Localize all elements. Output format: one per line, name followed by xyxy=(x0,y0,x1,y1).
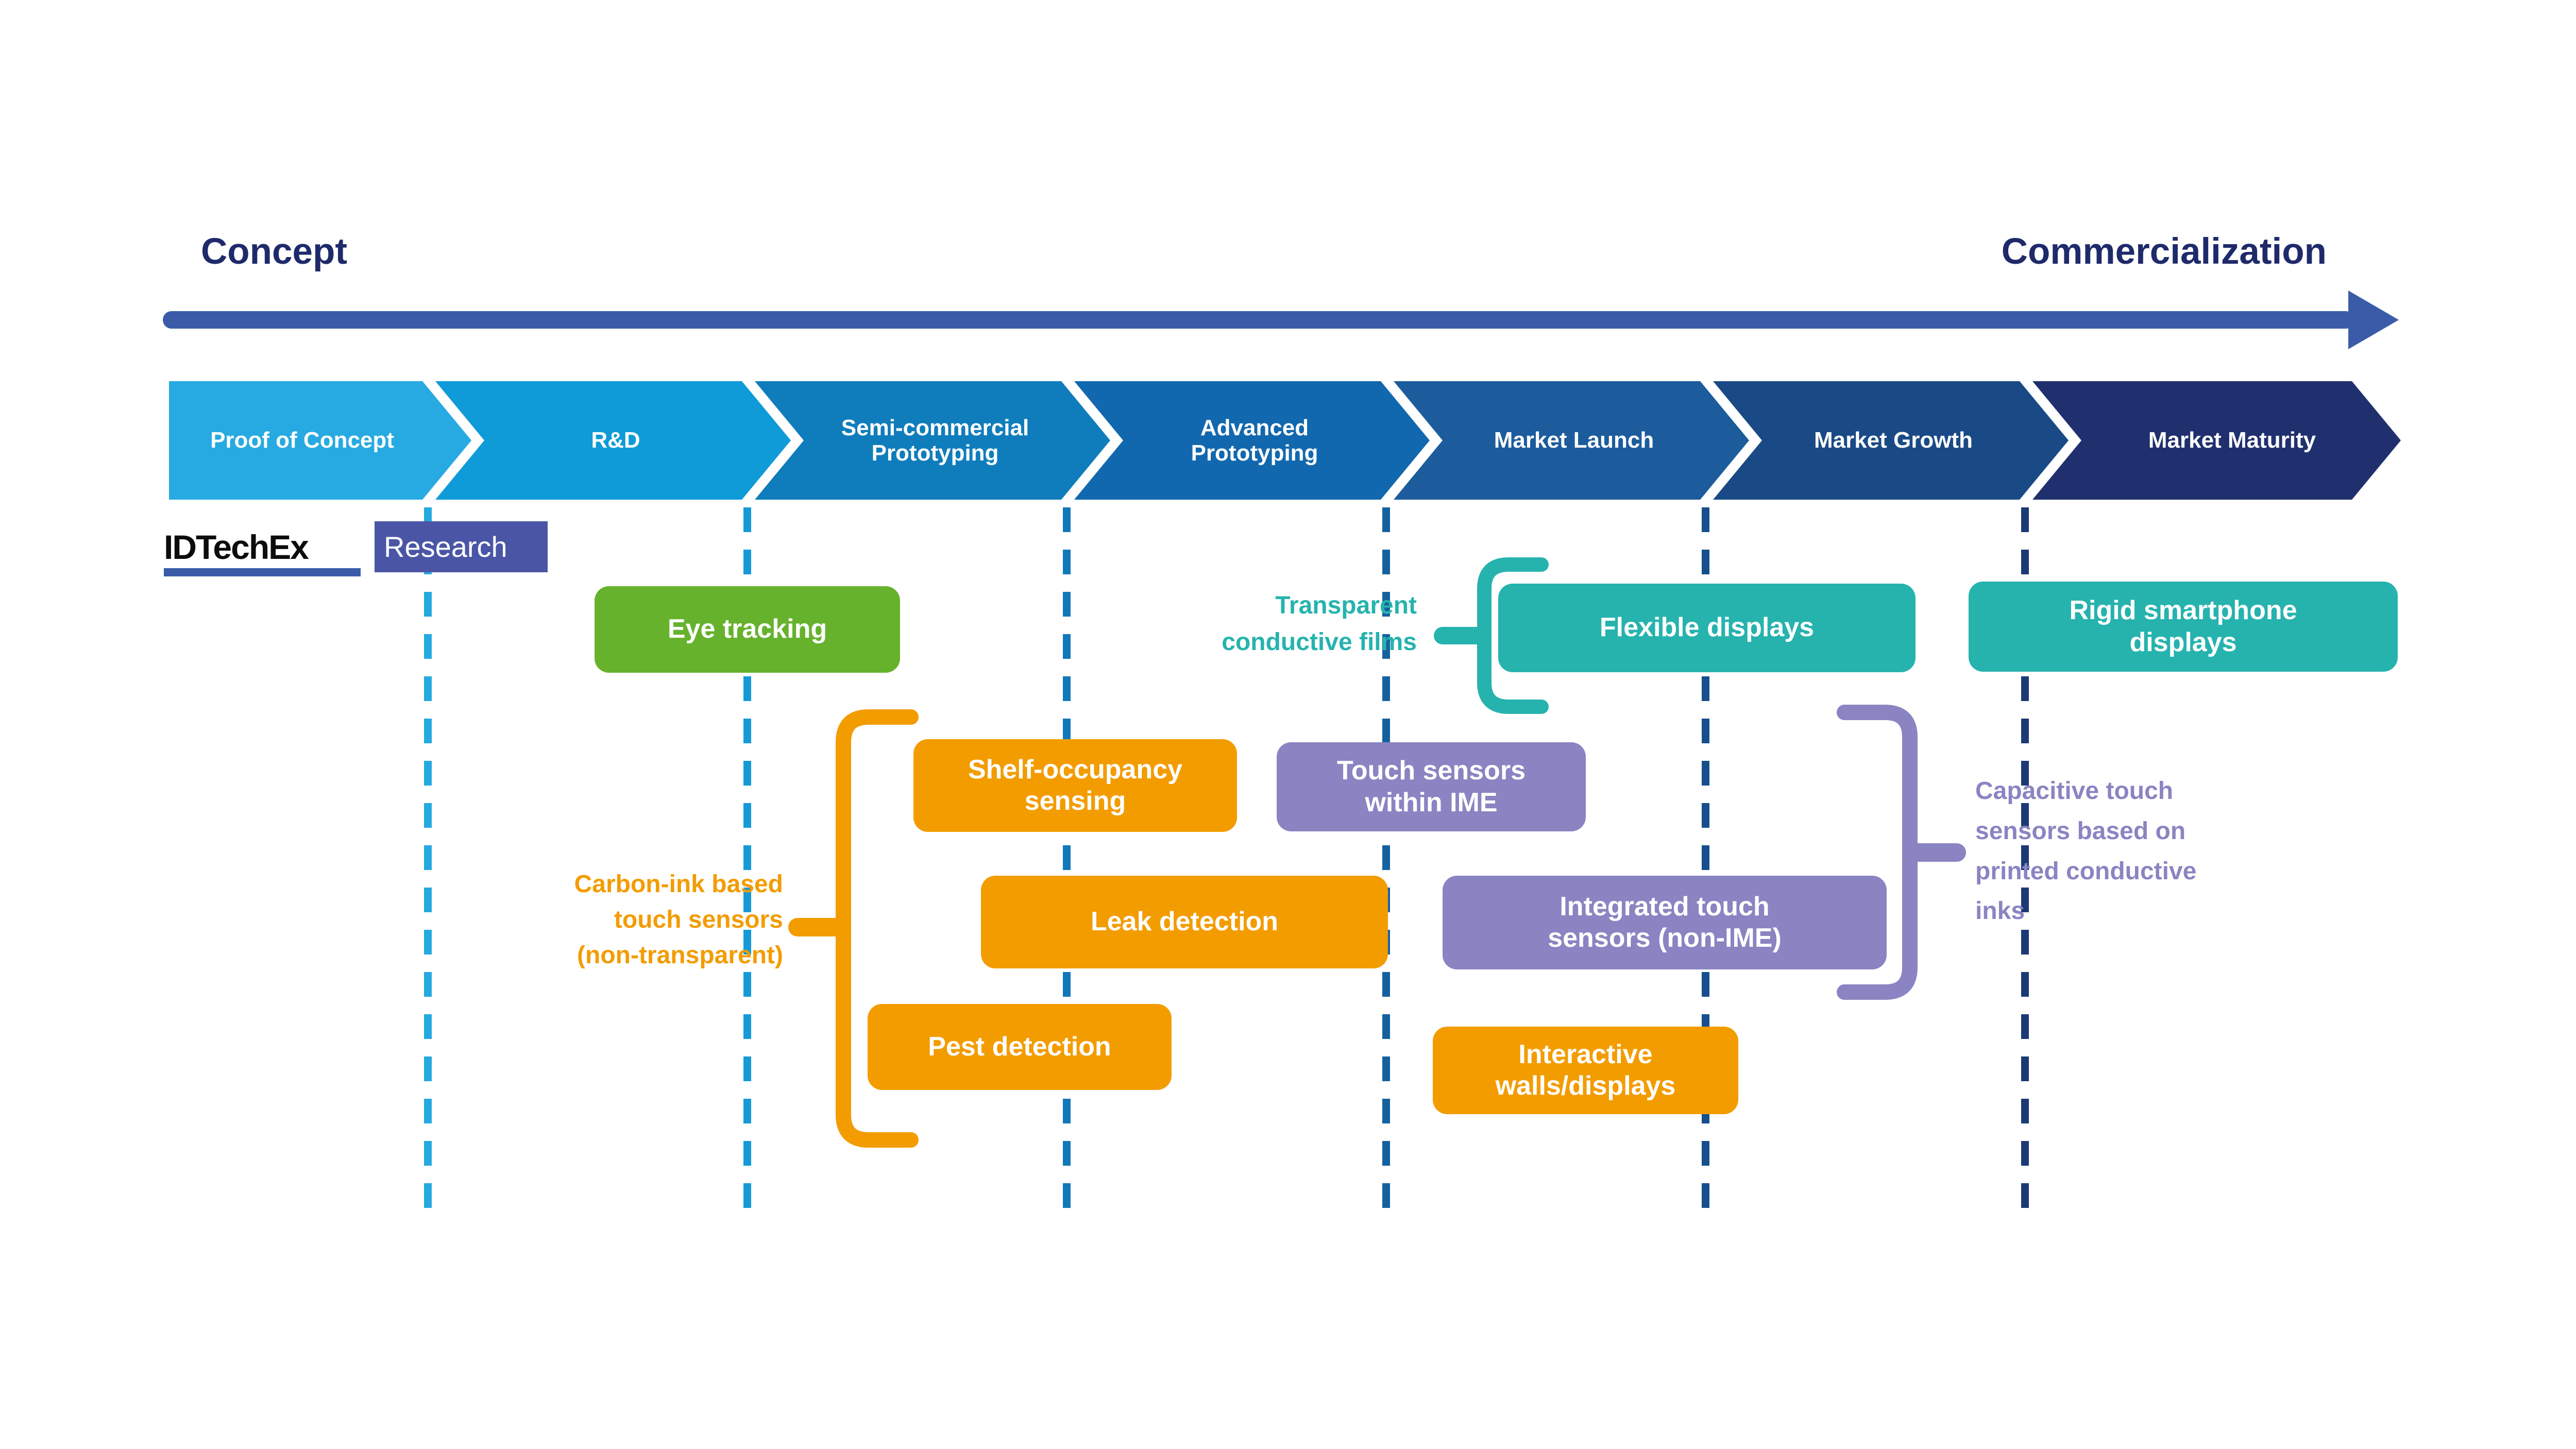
stage-label: Market Launch xyxy=(1494,428,1654,453)
box-label: Flexible displays xyxy=(1599,612,1815,643)
stage-label: Proof of Concept xyxy=(210,428,394,453)
stage-divider-4 xyxy=(1382,507,1390,1211)
box-label: Touch sensors within IME xyxy=(1336,756,1526,817)
stage-chevron-market-launch: Market Launch xyxy=(1394,381,1749,500)
timeline-arrow-head-icon xyxy=(2348,291,2399,349)
commercialization-title: Commercialization xyxy=(2001,231,2327,272)
stage-chevron-market-maturity: Market Maturity xyxy=(2032,381,2401,500)
stage-divider-2 xyxy=(743,507,751,1211)
carbon-ink-touch-sensors-label: Carbon-ink based touch sensors (non-tran… xyxy=(574,871,783,969)
stage-label: Semi-commercial Prototyping xyxy=(841,415,1029,466)
carbon-ink-bracket xyxy=(788,709,919,1148)
idtechex-research-badge: Research xyxy=(375,521,548,572)
box-label: Leak detection xyxy=(1090,907,1279,937)
rigid-smartphone-displays-box: Rigid smartphone displays xyxy=(1969,582,2398,672)
timeline-arrow-bar xyxy=(163,311,2354,329)
stage-divider-6 xyxy=(2021,507,2029,1211)
flexible-displays-box: Flexible displays xyxy=(1498,584,1916,672)
box-label: Integrated touch sensors (non-IME) xyxy=(1548,891,1782,953)
shelf-occupancy-sensing-box: Shelf-occupancy sensing xyxy=(913,739,1237,832)
stage-chevron-market-growth: Market Growth xyxy=(1713,381,2069,500)
eye-tracking-box: Eye tracking xyxy=(595,586,900,673)
integrated-touch-sensors-box: Integrated touch sensors (non-IME) xyxy=(1443,876,1887,969)
leak-detection-box: Leak detection xyxy=(981,876,1388,968)
stage-chevron-advanced-prototyping: Advanced Prototyping xyxy=(1074,381,1430,500)
stage-chevron-semi-commercial-prototyping: Semi-commercial Prototyping xyxy=(755,381,1110,500)
concept-title: Concept xyxy=(201,231,347,272)
stage-label: Market Maturity xyxy=(2148,428,2316,453)
capacitive-touch-bracket xyxy=(1837,705,1966,1000)
stage-label: R&D xyxy=(591,428,640,453)
stage-chevron-rd: R&D xyxy=(435,381,791,500)
interactive-walls-displays-box: Interactive walls/displays xyxy=(1433,1027,1738,1114)
capacitive-touch-sensors-label: Capacitive touch sensors based on printe… xyxy=(1975,777,2197,925)
pest-detection-box: Pest detection xyxy=(868,1004,1172,1090)
box-label: Rigid smartphone displays xyxy=(2069,595,2297,657)
touch-sensors-within-ime-box: Touch sensors within IME xyxy=(1277,742,1586,831)
idtechex-logo-underline xyxy=(164,568,361,576)
transparent-films-bracket xyxy=(1434,557,1549,714)
stage-label: Advanced Prototyping xyxy=(1191,415,1318,466)
box-label: Pest detection xyxy=(928,1031,1111,1062)
box-label: Eye tracking xyxy=(667,614,827,644)
transparent-conductive-films-label: Transparent conductive films xyxy=(1222,592,1417,656)
idtechex-logo-text: IDTechEx xyxy=(164,528,309,566)
stage-chevron-proof-of-concept: Proof of Concept xyxy=(169,381,471,500)
stage-divider-1 xyxy=(424,507,432,1211)
box-label: Shelf-occupancy sensing xyxy=(968,754,1183,816)
box-label: Interactive walls/displays xyxy=(1495,1039,1676,1101)
stage-label: Market Growth xyxy=(1814,428,1973,453)
